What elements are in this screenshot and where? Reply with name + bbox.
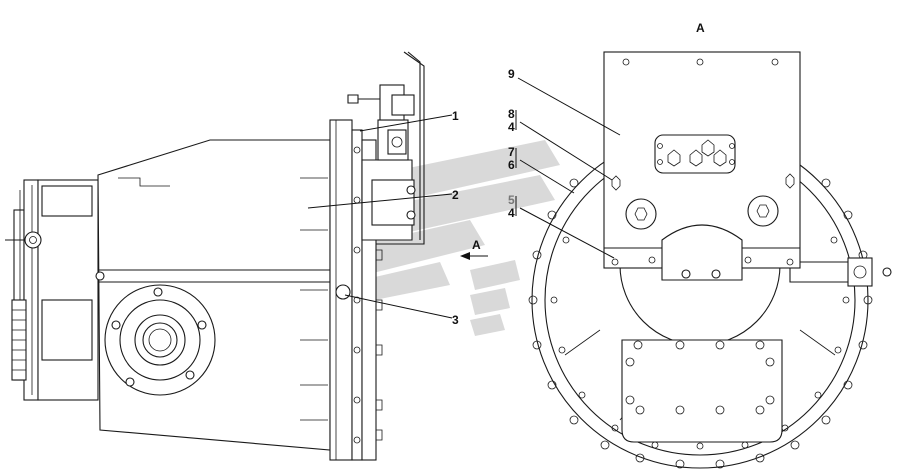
perimeter-bolts (528, 178, 873, 469)
callout-4-lower: 4 (508, 206, 515, 220)
bell-housing-front-view (528, 51, 892, 469)
cover-plate-bolts (625, 340, 775, 415)
callout-8: 8 (508, 107, 515, 121)
callout-2: 2 (452, 188, 459, 202)
callout-3: 3 (452, 313, 459, 327)
callout-6: 6 (508, 158, 515, 172)
view-arrow (460, 252, 488, 260)
callout-4-upper: 4 (508, 120, 515, 134)
view-title: A (696, 21, 705, 35)
inner-bolts (550, 236, 850, 450)
callout-1: 1 (452, 109, 459, 123)
callout-9: 9 (508, 67, 515, 81)
transmission-side-view (5, 51, 425, 461)
view-arrow-label: A (472, 238, 481, 252)
flange-bolts (353, 146, 361, 444)
callout-5: 5 (508, 193, 515, 207)
callout-7: 7 (508, 145, 515, 159)
